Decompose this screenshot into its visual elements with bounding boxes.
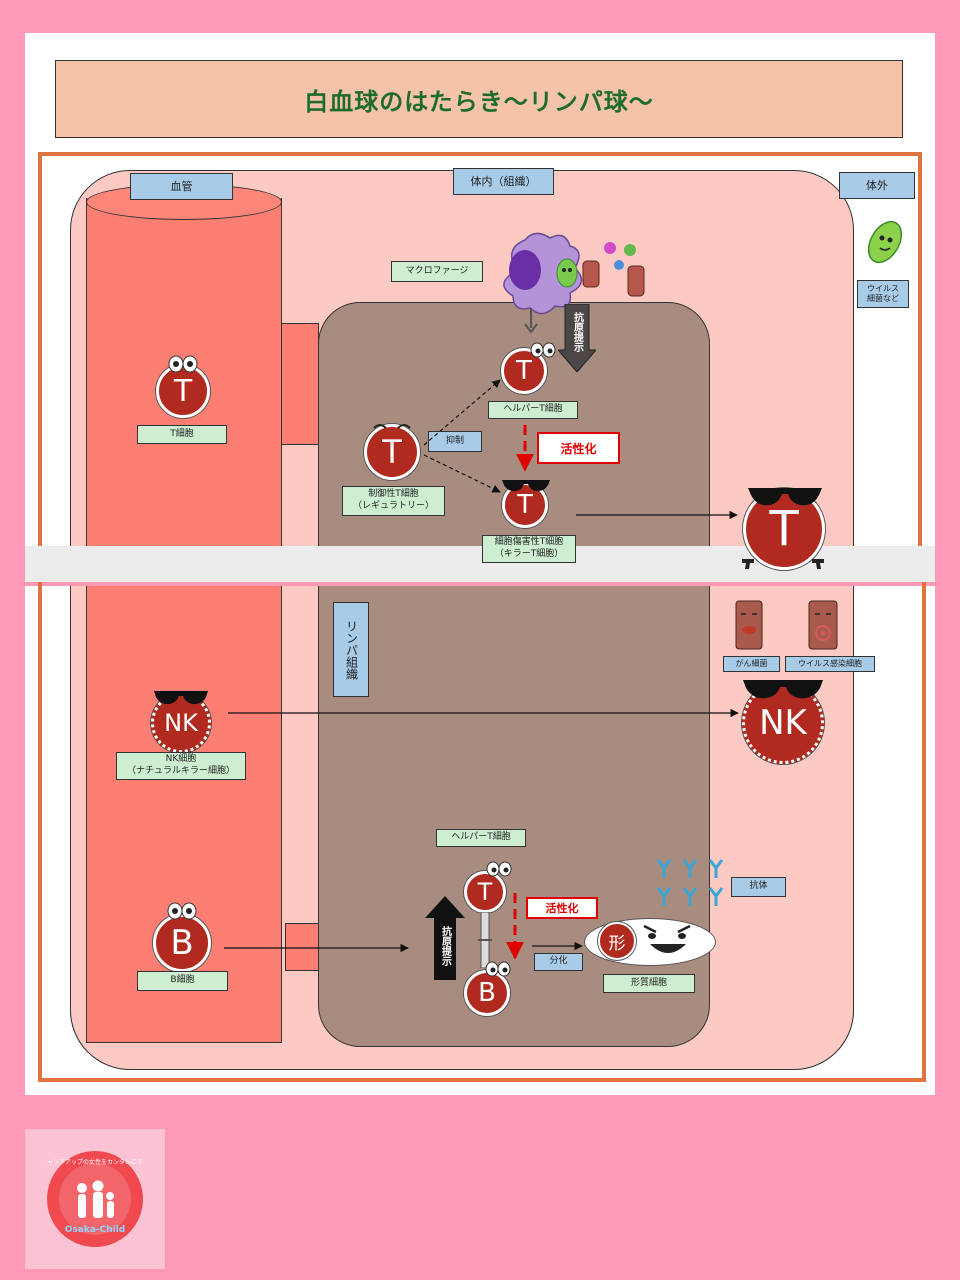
killer-t-label: 細胞傷害性T細胞 （キラーT細胞） — [482, 535, 576, 563]
virus-bacteria-label: ウイルス 細菌など — [857, 280, 909, 308]
helper-t-cell-bottom: T — [464, 871, 506, 913]
antigen-presentation-label-bottom: 抗原提示 — [439, 926, 451, 966]
section-separator — [0, 582, 960, 586]
grin-face-icon — [643, 924, 691, 953]
activation-label-bottom: 活性化 — [526, 897, 598, 919]
eyes-icon — [530, 342, 556, 358]
nk-cell-vessel: NK — [151, 693, 211, 753]
eyes-icon — [485, 961, 511, 977]
virus-bacteria-icon — [867, 220, 903, 264]
regulatory-t-label: 制御性T細胞 （レギュラトリー） — [342, 486, 445, 516]
t-cell-vessel: T — [156, 364, 210, 418]
sunglasses-icon — [748, 488, 822, 506]
logo-brand-text: Osaka-Child — [65, 1225, 126, 1235]
lymph-tissue-region-lower — [318, 586, 710, 1047]
cancer-cell-label: がん細菌 — [723, 656, 780, 672]
plasma-cell-label: 形質細胞 — [603, 974, 695, 993]
diagram-frame-bottom — [38, 582, 926, 1082]
b-cell-lymph: B — [464, 970, 510, 1016]
antigen-presentation-arrow-down — [558, 304, 596, 372]
body-tissue-label: 体内（組織） — [453, 168, 554, 195]
page-title: 白血球のはたらき〜リンパ球〜 — [55, 60, 903, 138]
macrophage-icon — [503, 232, 645, 334]
lymph-tissue-label: リンパ組織 — [333, 602, 369, 697]
antigen-presentation-label-top: 抗原提示 — [571, 312, 583, 352]
helper-t-cell-top: T — [501, 348, 547, 394]
closed-eyes-icon — [373, 424, 411, 429]
sunglasses-icon — [502, 480, 550, 492]
tcr-receptor-icon — [478, 912, 492, 968]
t-cell-label: T細胞 — [137, 425, 227, 444]
virus-infected-cell-icon — [808, 600, 838, 650]
vessel-connector-top — [281, 323, 319, 445]
antibody-icons — [656, 859, 724, 906]
suppression-label: 抑制 — [428, 431, 482, 452]
nk-cell-label: NK細胞 （ナチュラルキラー細胞） — [116, 752, 246, 780]
vessel-connector-bottom-2 — [285, 923, 319, 971]
sunglasses-icon — [154, 691, 208, 705]
activation-label-top: 活性化 — [537, 432, 620, 464]
sunglasses-icon — [743, 680, 823, 699]
plasma-cell-nucleus: 形 — [598, 922, 636, 960]
macrophage-label: マクロファージ — [391, 261, 483, 282]
helper-t-label-bottom: ヘルパーT細胞 — [436, 829, 526, 847]
antibody-label: 抗体 — [731, 877, 786, 897]
regulatory-t-cell: T — [364, 424, 420, 480]
outside-body-label: 体外 — [839, 172, 915, 199]
helper-t-label-top: ヘルパーT細胞 — [488, 401, 578, 419]
eyes-icon — [167, 902, 197, 920]
eyes-icon — [168, 355, 198, 373]
eyes-icon — [486, 861, 512, 877]
differentiation-label: 分化 — [534, 953, 583, 971]
virus-infected-cell-label: ウイルス感染細胞 — [785, 656, 875, 672]
b-cell-vessel: B — [153, 914, 211, 972]
osaka-child-logo: キャリアアップの女性をカンタンにする Osaka-Child — [46, 1151, 144, 1247]
b-cell-label: B細胞 — [137, 971, 228, 991]
logo-ring-text: キャリアアップの女性をカンタンにする — [46, 1158, 144, 1166]
gun-icon — [742, 559, 824, 569]
diagram-frame-top — [38, 152, 922, 582]
antigen-presentation-arrow-up — [425, 896, 465, 980]
cancer-cell-icon — [735, 600, 763, 650]
blood-vessel-label: 血管 — [130, 173, 233, 200]
